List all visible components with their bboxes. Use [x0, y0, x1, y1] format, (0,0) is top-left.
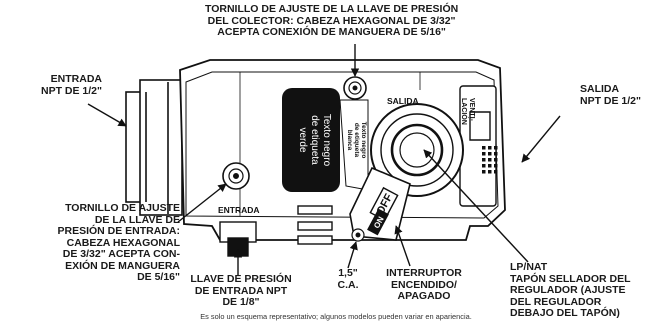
outlet-pressure-screw [343, 76, 367, 100]
outlet-body-label: SALIDA [387, 96, 419, 106]
switch-screw [351, 228, 365, 242]
regulator-cap [370, 103, 464, 197]
outlet-callout: SALIDA NPT DE 1/2" [580, 83, 641, 107]
white-label-text-3: blanca [346, 130, 353, 151]
terminals [297, 205, 333, 245]
inlet-pressure-tap [219, 221, 257, 257]
vent-grid [482, 146, 498, 174]
inlet-body-label: ENTRADA [218, 205, 260, 215]
vent-label-1: VENTI- [468, 98, 475, 122]
outlet-pressure-screw-callout: TORNILLO DE AJUSTE DE LA LLAVE DE PRESIÓ… [205, 3, 459, 38]
footnote: Es solo un esquema representativo; algun… [200, 312, 472, 321]
green-label: Texto negro de etiqueta verde [282, 88, 340, 192]
switch-callout: INTERRUPTOR ENCENDIDO/ APAGADO [386, 267, 462, 302]
green-label-text-2: de etiqueta [309, 115, 320, 165]
white-label-text-1: Texto negro [360, 122, 367, 159]
inlet-pressure-screw-callout: TORNILLO DE AJUSTE DE LA LLAVE DE PRESIÓ… [57, 202, 180, 283]
inlet-pressure-screw [222, 162, 250, 190]
inlet-pressure-tap-callout: LLAVE DE PRESIÓN DE ENTRADA NPT DE 1/8" [190, 273, 292, 308]
green-label-text-3: verde [297, 127, 308, 152]
wc-callout: 1,5" C.A. [337, 267, 359, 291]
vent-label-2: LACIÓN [460, 98, 469, 125]
white-label-text-2: de etiqueta [353, 123, 360, 158]
green-label-text-1: Texto negro [321, 114, 332, 167]
inlet-pipe [125, 79, 183, 216]
inlet-callout: ENTRADA NPT DE 1/2" [41, 73, 102, 97]
callout-lines [87, 44, 561, 276]
regulator-callout: LP/NAT TAPÓN SELLADOR DEL REGULADOR (AJU… [510, 261, 631, 319]
